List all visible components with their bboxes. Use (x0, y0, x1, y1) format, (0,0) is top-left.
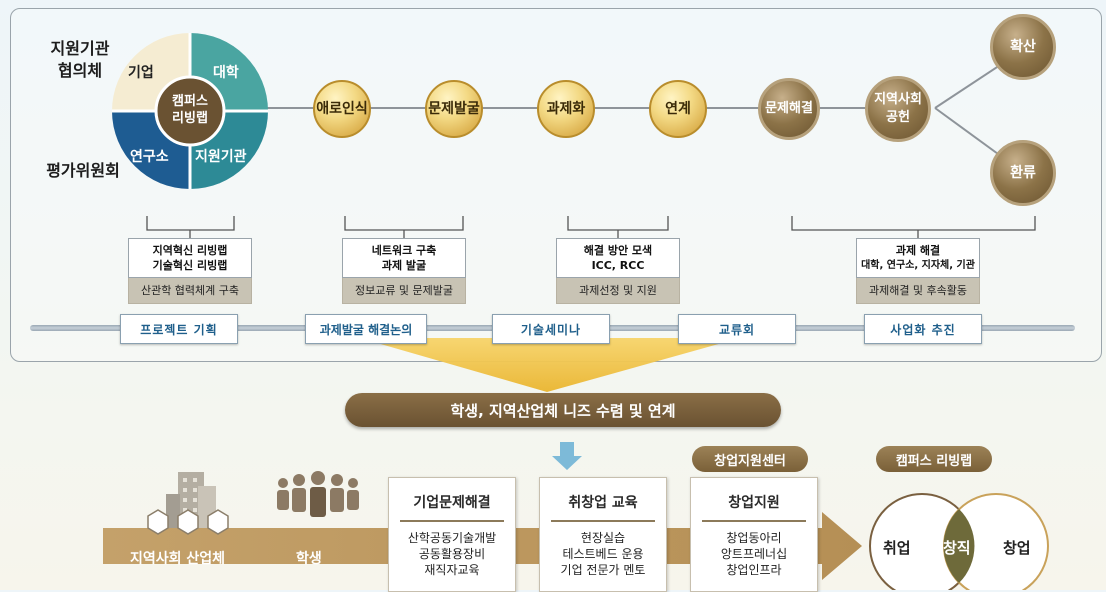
card-2-line3: 기업 전문가 멘토 (560, 563, 646, 577)
callout-3-bottom: 과제선정 및 지원 (556, 278, 680, 304)
bracket-4 (791, 216, 1036, 238)
card-2-title: 취창업 교육 (568, 495, 638, 511)
timeline-item-discussion: 과제발굴 해결논의 (305, 314, 427, 344)
node-problem-discovery: 문제발굴 (425, 80, 483, 138)
node-community-contribution: 지역사회 공헌 (865, 76, 931, 142)
card-1-line2: 공동활용장비 (418, 547, 486, 561)
node-return: 환류 (990, 140, 1056, 206)
needs-banner: 학생, 지역산업체 니즈 수렴 및 연계 (345, 393, 781, 427)
council-label: 지원기관 협의체 (48, 38, 112, 82)
venn-diagram (869, 493, 1049, 590)
wheel-center-line2: 리빙랩 (172, 111, 208, 126)
community-industry-label: 지역사회 산업체 (130, 551, 226, 567)
card-3-line1: 창업동아리 (726, 531, 782, 545)
community-line2: 공헌 (886, 110, 910, 125)
node-linkage: 연계 (649, 80, 707, 138)
card-3-title: 창업지원 (728, 495, 780, 511)
venn-job-creation: 창직 (943, 539, 971, 557)
bracket-1 (146, 216, 235, 238)
wheel-segment-institute: 연구소 (130, 149, 169, 165)
campus-livinglab-pill: 캠퍼스 리빙랩 (876, 446, 992, 472)
timeline-item-commercialization: 사업화 추진 (864, 314, 982, 344)
wheel-segment-university: 대학 (213, 65, 239, 81)
startup-center-pill: 창업지원센터 (692, 446, 808, 472)
card-startup-support: 창업지원 창업동아리 앙트프레너십 창업인프라 (690, 477, 818, 592)
council-label-line2: 협의체 (57, 61, 103, 80)
small-down-arrow (552, 442, 582, 470)
node-spread: 확산 (990, 14, 1056, 80)
card-1-line1: 산학공동기술개발 (407, 531, 497, 545)
community-line1: 지역사회 (874, 92, 922, 107)
node-tasking: 과제화 (537, 80, 595, 138)
venn-employment: 취업 (883, 539, 911, 557)
callout-2-bottom: 정보교류 및 문제발굴 (342, 278, 466, 304)
node-problem-recognition: 애로인식 (313, 80, 371, 138)
wheel-center-line1: 캠퍼스 (172, 94, 208, 109)
timeline-item-planning: 프로젝트 기획 (120, 314, 238, 344)
card-industry-problem: 기업문제해결 산학공동기술개발 공동활용장비 재직자교육 (388, 477, 516, 592)
callout-4-bottom: 과제해결 및 후속활동 (856, 278, 980, 304)
card-3-line2: 앙트프레너십 (720, 547, 788, 561)
callout-1-bottom: 산관학 협력체계 구축 (128, 278, 252, 304)
student-label: 학생 (296, 551, 322, 567)
committee-label: 평가위원회 (46, 161, 120, 180)
timeline-item-seminar: 기술세미나 (492, 314, 610, 344)
down-arrow (360, 338, 740, 392)
card-employment-education: 취창업 교육 현장실습 테스트베드 운용 기업 전문가 멘토 (539, 477, 667, 592)
wheel-segment-support: 지원기관 (195, 149, 247, 165)
livinglab-wheel (112, 33, 268, 189)
venn-startup: 창업 (1003, 539, 1031, 557)
timeline-item-exchange: 교류회 (678, 314, 796, 344)
wheel-center-label: 캠퍼스 리빙랩 (158, 93, 222, 127)
card-1-title: 기업문제해결 (413, 495, 491, 511)
community-hex-icons (147, 509, 229, 535)
card-2-line1: 현장실습 (580, 531, 626, 545)
bracket-2 (344, 216, 464, 238)
council-label-line1: 지원기관 (50, 39, 110, 58)
students-icon (277, 471, 359, 517)
bracket-3 (567, 216, 669, 238)
card-3-line3: 창업인프라 (726, 563, 782, 577)
wheel-segment-company: 기업 (128, 65, 154, 81)
card-1-line3: 재직자교육 (424, 563, 480, 577)
card-2-line2: 테스트베드 운용 (562, 547, 644, 561)
node-problem-solving: 문제해결 (758, 78, 820, 140)
